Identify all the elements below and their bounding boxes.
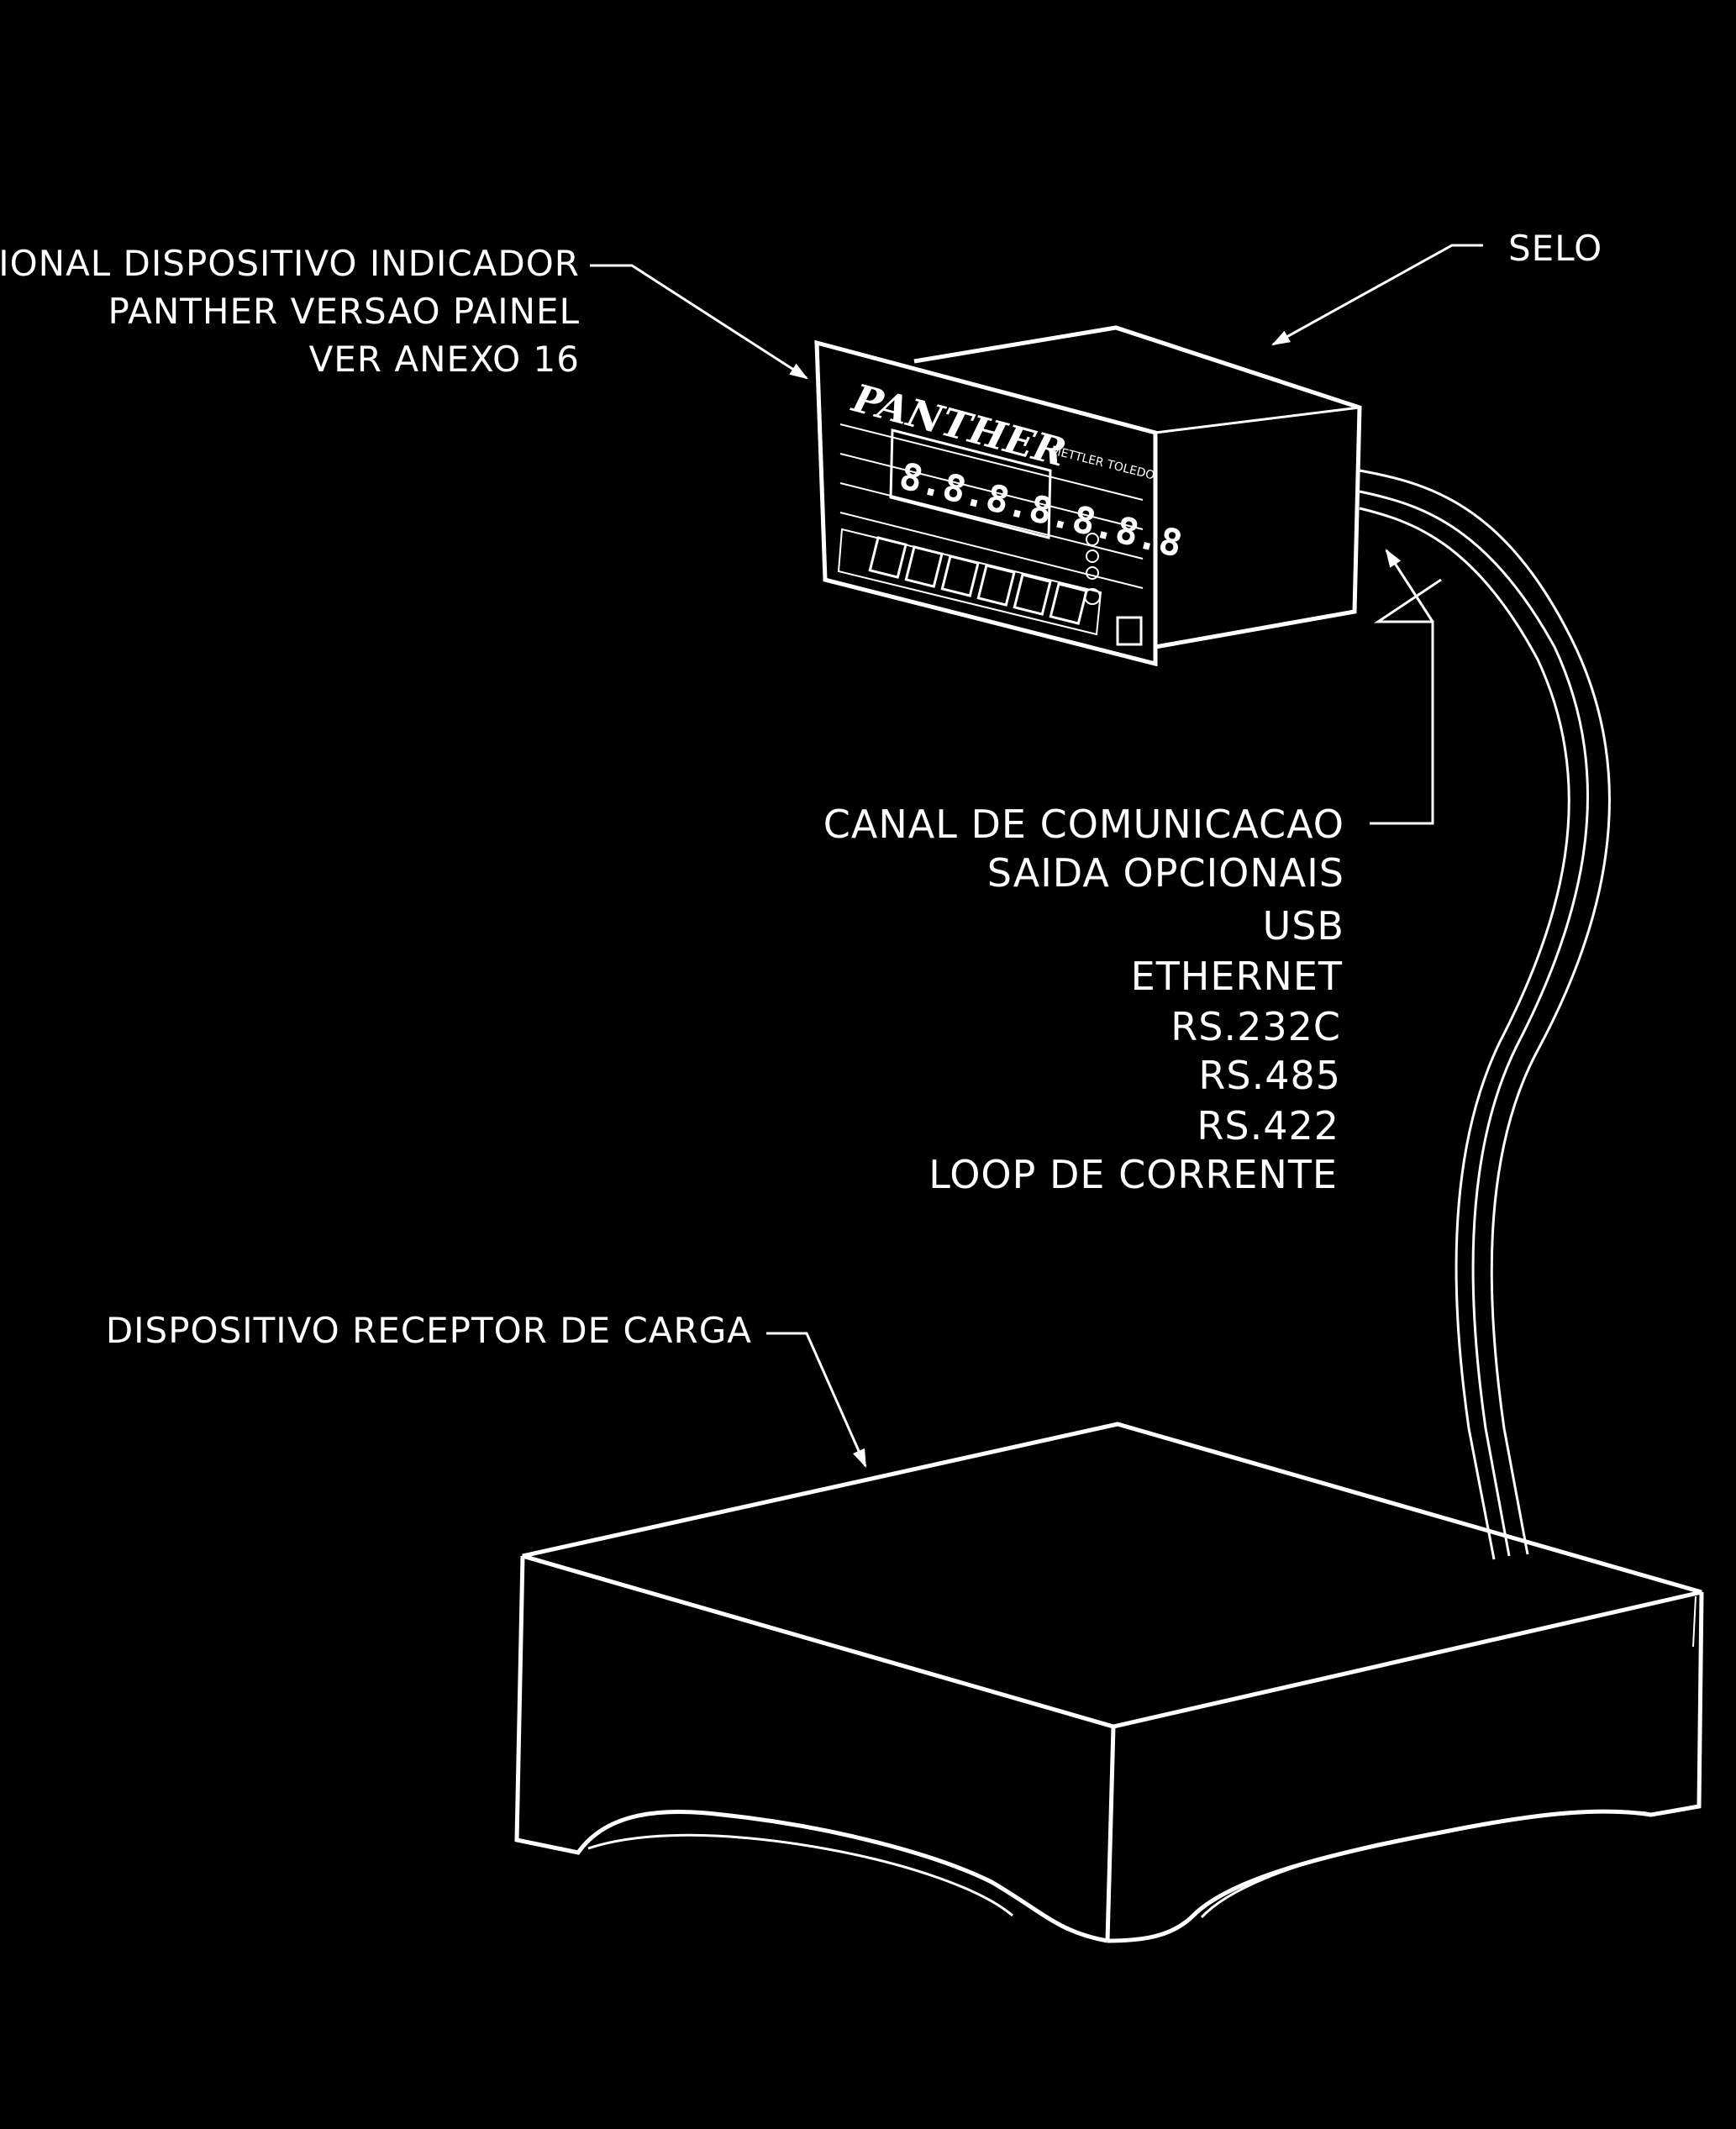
keypad-frame — [837, 528, 1102, 636]
platform-left-face — [514, 1555, 1108, 1943]
load-platform — [514, 1422, 1704, 1943]
status-light-2 — [1086, 549, 1099, 563]
keypad — [837, 528, 1102, 636]
receiver-leader-arrow — [766, 1332, 867, 1469]
indicator-leader-arrow — [590, 264, 808, 380]
seal-callout: SELO — [1271, 228, 1602, 346]
indicator-label-line2: PANTHER VERSAO PAINEL — [108, 291, 580, 332]
comm-option-rs232c: RS.232C — [1170, 1004, 1341, 1049]
cable-middle-line — [1359, 490, 1590, 1557]
status-light-3 — [1086, 566, 1099, 580]
platform-top — [522, 1422, 1702, 1729]
indicator-front-panel — [814, 339, 1158, 667]
brand-label: METTLER TOLEDO — [1049, 444, 1156, 482]
comm-leader-arrow — [1385, 549, 1434, 623]
comm-option-rs485: RS.485 — [1198, 1053, 1341, 1098]
comm-label-line2: SAIDA OPCIONAIS — [987, 850, 1344, 896]
display-window — [889, 428, 1052, 539]
key-function-button[interactable] — [1013, 573, 1052, 616]
seal-plate — [1116, 616, 1143, 646]
comm-option-ethernet: ETHERNET — [1131, 954, 1343, 999]
comm-option-rs422: RS.422 — [1197, 1103, 1339, 1149]
approval-mark-icon — [1084, 588, 1101, 605]
receiver-callout: DISPOSITIVO RECEPTOR DE CARGA — [106, 1310, 867, 1469]
status-light-1 — [1086, 533, 1099, 546]
comm-label-line1: CANAL DE COMUNICACAO — [823, 802, 1344, 847]
key-print-button[interactable] — [1049, 582, 1088, 625]
indicator-label-line3: VER ANEXO 16 — [309, 339, 580, 380]
platform-left-foot — [587, 1833, 1013, 1917]
comm-option-usb: USB — [1263, 903, 1344, 949]
indicator-box-top-edge — [1155, 406, 1360, 434]
cable-inner-line — [1359, 507, 1570, 1560]
indicator-label-line1: OPCIONAL DISPOSITIVO INDICADOR — [0, 243, 580, 284]
status-lights — [1084, 533, 1143, 646]
panther-logo: PANTHER — [846, 375, 1071, 476]
comm-option-current-loop: LOOP DE CORRENTE — [928, 1152, 1338, 1197]
key-select-button[interactable] — [976, 564, 1016, 607]
platform-right-face — [1107, 1591, 1704, 1943]
receiver-label: DISPOSITIVO RECEPTOR DE CARGA — [106, 1310, 752, 1351]
seal-leader-arrow — [1271, 244, 1483, 346]
seal-label: SELO — [1508, 228, 1602, 269]
platform-corner-detail — [1692, 1595, 1697, 1648]
indicator-callout: OPCIONAL DISPOSITIVO INDICADOR PANTHER V… — [0, 243, 808, 380]
key-clear-button[interactable] — [940, 555, 980, 597]
platform-front-edge — [1105, 1726, 1116, 1942]
platform-right-foot — [1200, 1810, 1648, 1919]
indicator-device: PANTHER METTLER TOLEDO 8.8.8.8.8.8.8 — [814, 325, 1362, 667]
comm-callout: CANAL DE COMUNICACAO SAIDA OPCIONAIS USB… — [823, 549, 1442, 1197]
cable — [1359, 469, 1611, 1560]
cable-outer-line — [1359, 469, 1611, 1555]
